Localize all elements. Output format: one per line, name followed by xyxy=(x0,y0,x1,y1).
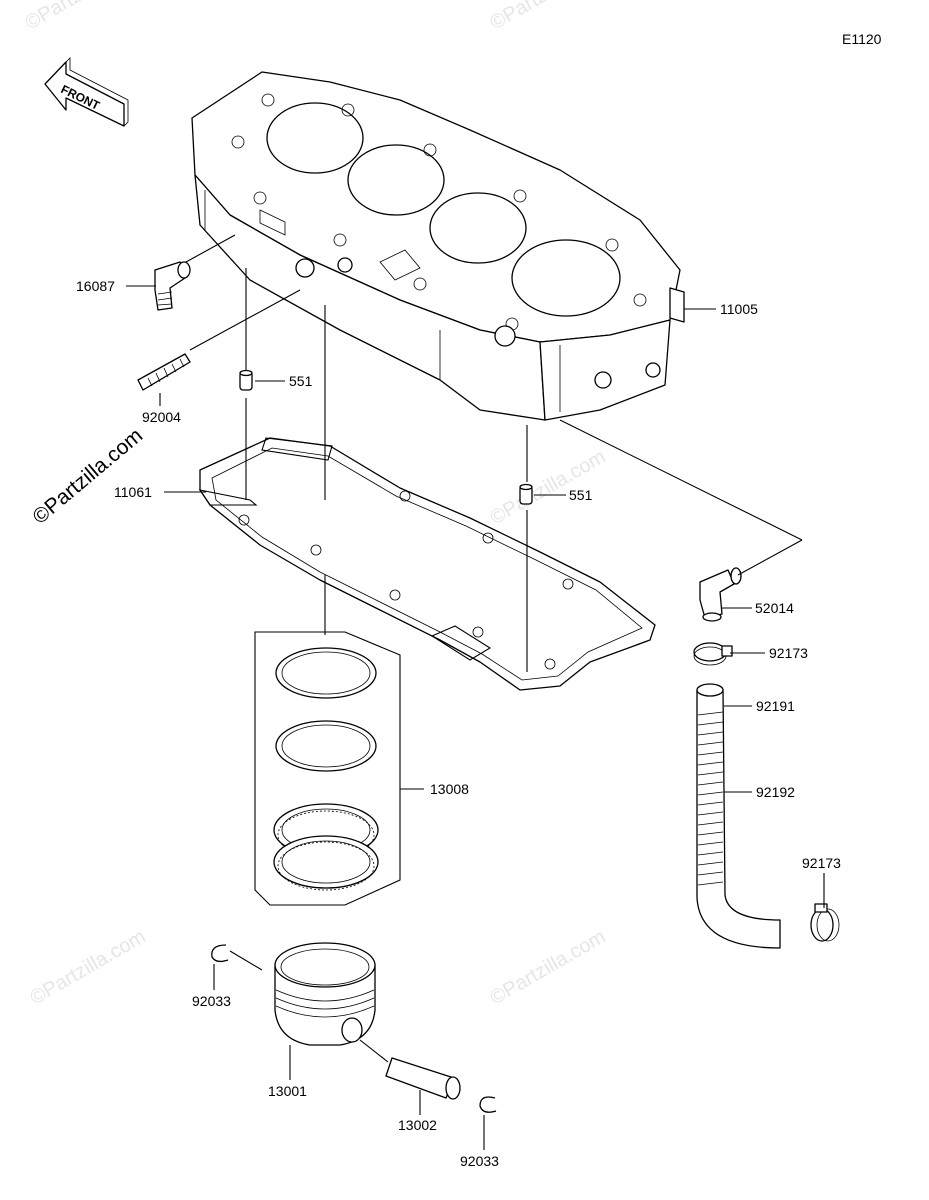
label-stud: 92004 xyxy=(142,409,181,425)
dowel-lower xyxy=(519,483,533,505)
label-hose: 92192 xyxy=(756,784,795,800)
circlip-left xyxy=(211,944,229,963)
label-piston-pin: 13002 xyxy=(398,1117,437,1133)
leader-lines xyxy=(126,234,825,1150)
label-ring-set: 13008 xyxy=(430,781,469,797)
label-gasket: 11061 xyxy=(114,484,152,500)
label-dowel-lower: 551 xyxy=(569,487,593,503)
watermark-text: ©Partzilla.com xyxy=(22,0,145,34)
watermark-text: ©Partzilla.com xyxy=(487,0,610,34)
label-elbow-fitting: 52014 xyxy=(755,600,794,616)
label-fitting-left: 16087 xyxy=(76,278,115,294)
clamp-upper-92173 xyxy=(693,642,733,666)
fitting-16087 xyxy=(154,261,191,311)
part-labels: 11005 16087 92004 551 551 11061 52014 92… xyxy=(76,278,841,1169)
watermark-text: ©Partzilla.com xyxy=(27,926,150,1010)
dowel-upper xyxy=(239,369,253,391)
cylinder-gasket xyxy=(198,437,656,691)
piston-rings xyxy=(273,647,379,891)
hose-ribs xyxy=(697,711,724,886)
elbow-fitting-52014 xyxy=(699,567,742,622)
piston-13001 xyxy=(274,942,376,1046)
watermark-main: ©Partzilla.com xyxy=(28,424,147,529)
label-cylinder: 11005 xyxy=(720,301,758,317)
stud-92004 xyxy=(137,353,191,391)
coolant-hose xyxy=(696,683,781,949)
circlip-right xyxy=(479,1096,497,1113)
label-clamp-lower: 92173 xyxy=(802,855,841,871)
label-clamp-upper: 92173 xyxy=(769,645,808,661)
piston-pin-13002 xyxy=(385,1057,461,1100)
watermark-text: ©Partzilla.com xyxy=(487,926,610,1010)
ring-set-bracket xyxy=(254,631,401,906)
label-dowel-upper: 551 xyxy=(289,373,313,389)
cylinder-block xyxy=(191,71,685,421)
front-arrow-icon: FRONT xyxy=(44,57,129,127)
label-circlip-left: 92033 xyxy=(192,993,231,1009)
label-piston: 13001 xyxy=(268,1083,307,1099)
diagram-code: E1120 xyxy=(842,31,882,47)
label-hose-top: 92191 xyxy=(756,698,795,714)
label-circlip-right: 92033 xyxy=(460,1153,499,1169)
clamp-lower-92173 xyxy=(810,903,840,942)
